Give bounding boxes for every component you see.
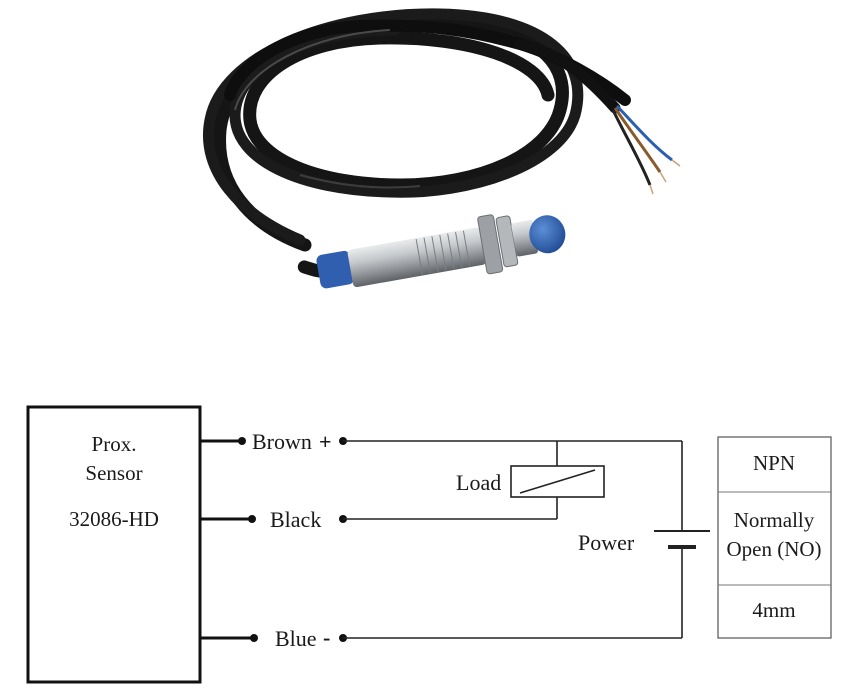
spec-range: 4mm [752, 598, 795, 622]
cable-coil [203, 8, 631, 252]
minus-sign: - [323, 625, 330, 650]
sensor-box-line1: Prox. [92, 432, 137, 456]
sensor-box [26, 405, 202, 684]
spec-table: NPN Normally Open (NO) 4mm [717, 436, 832, 639]
spec-mode-line2: Open (NO) [726, 537, 821, 561]
sensor-box-line2: Sensor [85, 461, 142, 485]
plus-sign: + [319, 429, 332, 454]
blue-wire-label: Blue [275, 626, 317, 651]
black-terminal-dot [248, 515, 256, 523]
brown-wire-label: Brown [252, 429, 312, 454]
power-label: Power [578, 530, 635, 555]
sensor-product-photo [203, 8, 681, 289]
spec-mode-line1: Normally [734, 508, 815, 532]
brown-terminal-dot [238, 437, 246, 445]
wire-ends [611, 104, 681, 195]
sensor-body [297, 214, 566, 289]
spec-type: NPN [753, 451, 795, 475]
black-wire-label: Black [270, 507, 321, 532]
sensor-box-model: 32086-HD [69, 507, 159, 531]
blue-terminal-dot [250, 634, 258, 642]
load-label: Load [456, 470, 501, 495]
